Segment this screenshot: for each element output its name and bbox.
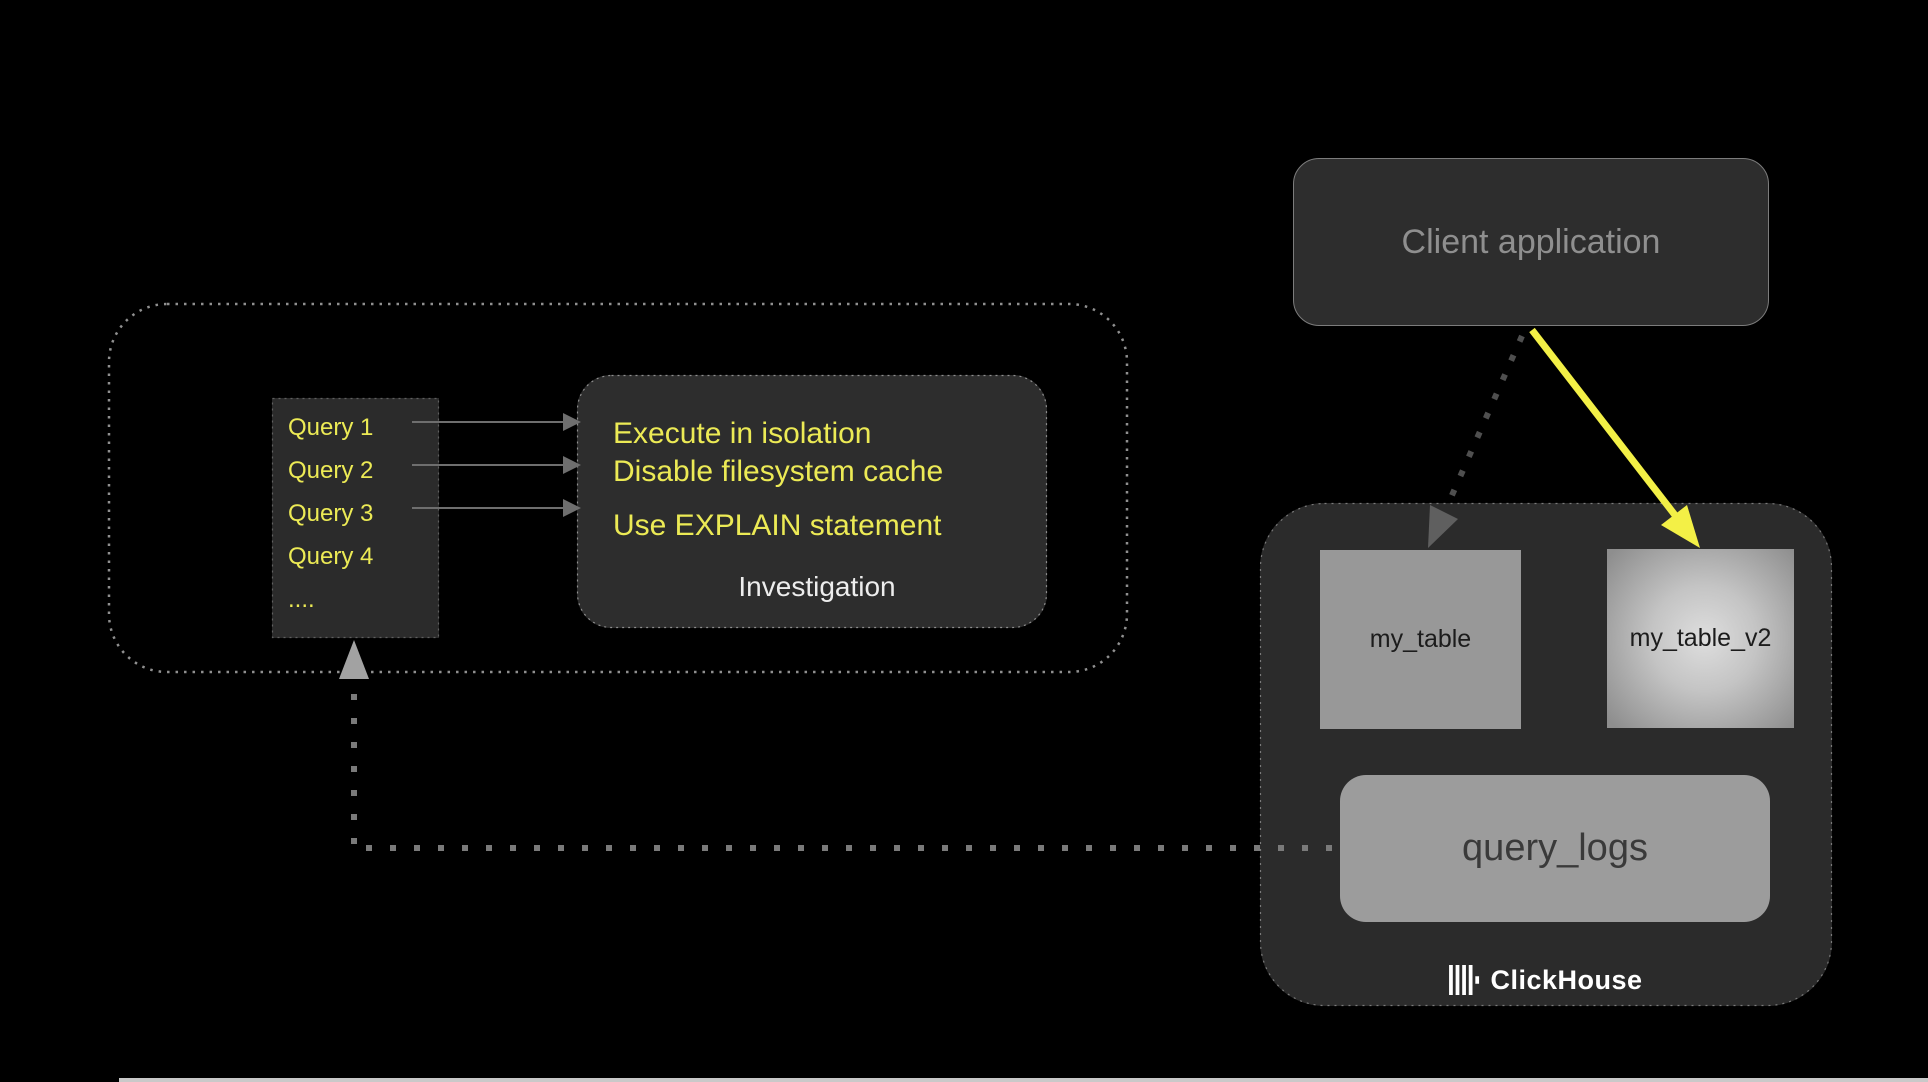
clickhouse-brand: ClickHouse <box>1260 962 1832 998</box>
my-table-label: my_table <box>1369 625 1472 653</box>
investigation-tip: Execute in isolation <box>613 417 872 450</box>
client-application-box: Client application <box>1293 158 1769 326</box>
my-table-v2-label: my_table_v2 <box>1629 624 1772 652</box>
my-table-v2-box: my_table_v2 <box>1607 549 1794 728</box>
investigation-tip: Use EXPLAIN statement <box>613 509 942 542</box>
query-list-box: Query 1 Query 2 Query 3 Query 4 .... <box>272 398 439 638</box>
my-table-box: my_table <box>1320 550 1521 729</box>
clickhouse-bars-icon <box>1449 965 1480 995</box>
clickhouse-container: my_table my_table_v2 query_logs ClickHou… <box>1260 503 1832 1006</box>
client-application-label: Client application <box>1401 222 1661 261</box>
query-item: Query 2 <box>288 457 374 484</box>
query-item-ellipsis: .... <box>288 586 315 613</box>
bottom-edge-strip <box>119 1078 1928 1082</box>
investigation-tip: Disable filesystem cache <box>613 455 944 488</box>
clickhouse-brand-label: ClickHouse <box>1490 964 1643 995</box>
query-item: Query 4 <box>288 543 374 570</box>
query-logs-box: query_logs <box>1340 775 1770 922</box>
investigation-box: Execute in isolation Disable filesystem … <box>577 375 1047 628</box>
query-item: Query 3 <box>288 500 374 527</box>
query-item: Query 1 <box>288 414 374 441</box>
query-logs-label: query_logs <box>1462 827 1648 869</box>
investigation-caption: Investigation <box>738 571 896 602</box>
